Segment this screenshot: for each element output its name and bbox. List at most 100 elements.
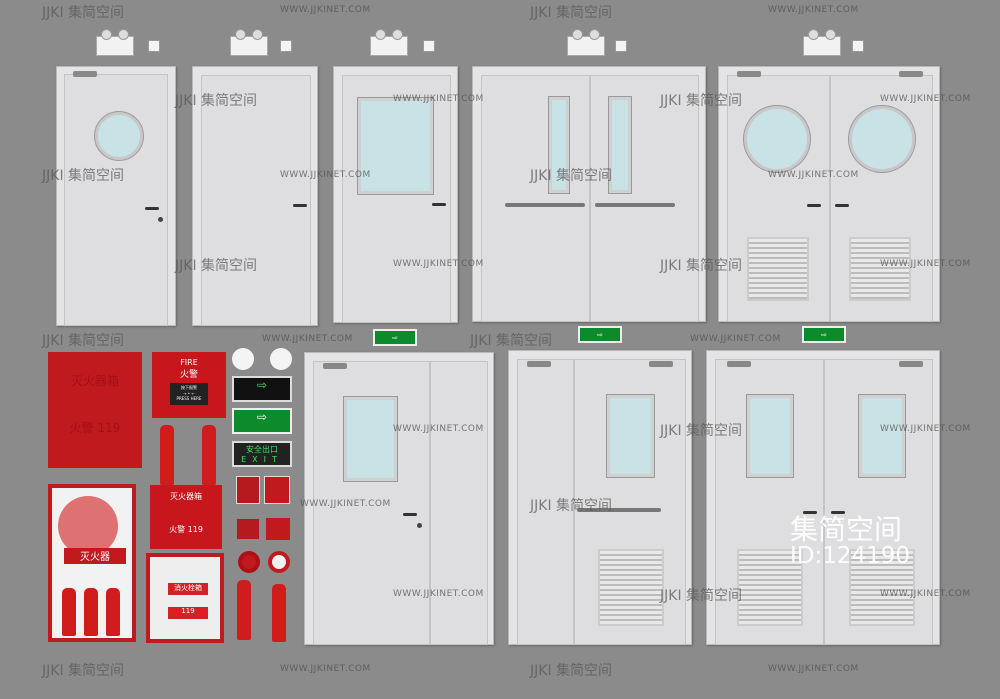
watermark-brand: JJKI 集简空间 [530, 663, 613, 679]
fire-extinguisher [160, 425, 174, 485]
exit-sign: ⇨ [802, 326, 846, 343]
box-phone: 火警 119 [69, 421, 121, 435]
safety-exit-sign: 安全出口 EXIT [232, 441, 292, 467]
push-bar [505, 203, 585, 207]
light-switch [280, 40, 292, 52]
rect-window [358, 98, 433, 194]
fire-alarm-button[interactable]: FIRE 火警 按下报警 → • ← PRESS HERE [152, 352, 226, 418]
double-door-narrow-windows [472, 66, 706, 322]
single-door-plain [192, 66, 318, 326]
emergency-light [803, 29, 841, 56]
hydrant-phone: 119 [168, 607, 208, 619]
exit-sign: ⇨ [578, 326, 622, 343]
watermark-url: WWW.JJKINET.COM [768, 5, 859, 15]
watermark-url: WWW.JJKINET.COM [262, 334, 353, 344]
door-handle [293, 204, 307, 207]
lock-icon [158, 217, 163, 222]
door-closer [73, 71, 97, 77]
double-door-window-louver [508, 350, 692, 645]
alarm-cn: 火警 [179, 370, 198, 380]
door-handle [803, 511, 817, 514]
emergency-light [567, 29, 605, 56]
door-closer [727, 361, 751, 367]
hose-reel [58, 496, 118, 556]
manual-call-point[interactable] [236, 518, 260, 540]
hydrant-label: 消火栓箱 [168, 583, 208, 595]
rect-window [344, 397, 397, 481]
single-door-round-window [56, 66, 176, 326]
watermark-brand: JJKI 集简空间 [42, 663, 125, 679]
rect-window [747, 395, 793, 477]
double-door-unequal [304, 352, 494, 645]
alarm-title: FIRE [180, 358, 198, 367]
emergency-exit-light [232, 348, 292, 372]
door-closer [323, 363, 347, 369]
fire-extinguisher [237, 580, 251, 640]
light-switch [615, 40, 627, 52]
louver-vent [849, 549, 915, 626]
rect-window [859, 395, 905, 477]
box-title: 灭火器箱 [70, 374, 119, 388]
watermark-title: 集简空间 [790, 513, 903, 546]
fire-extinguisher [106, 588, 120, 636]
door-closer [899, 71, 923, 77]
watermark-url: WWW.JJKINET.COM [690, 334, 781, 344]
door-closer [527, 361, 551, 367]
door-handle [403, 513, 417, 516]
watermark-brand: JJKI 集简空间 [470, 333, 553, 349]
ext-box-phone: 火警 119 [169, 525, 203, 534]
rect-window [607, 395, 654, 477]
alarm-siren [268, 551, 290, 573]
fire-notice [264, 476, 290, 504]
light-switch [852, 40, 864, 52]
louver-vent [747, 237, 809, 301]
fire-extinguisher [62, 588, 76, 636]
exit-sign-en: EXIT [241, 455, 283, 464]
light-switch [423, 40, 435, 52]
light-switch [148, 40, 160, 52]
door-closer [649, 361, 673, 367]
push-bar [595, 203, 675, 207]
fire-poster [236, 476, 260, 504]
narrow-window [549, 97, 569, 193]
alarm-press-cn: 按下报警 [181, 385, 197, 390]
fire-bell [238, 551, 260, 573]
exit-sign-cn: 安全出口 [246, 445, 278, 454]
door-handle [831, 511, 845, 514]
watermark-brand: JJKI 集简空间 [42, 333, 125, 349]
round-window [744, 106, 810, 172]
exit-sign-light: ⇨ [232, 376, 292, 402]
door-handle [432, 203, 446, 206]
door-handle [807, 204, 821, 207]
single-door-rect-window [333, 66, 458, 323]
extinguisher-box: 灭火器箱 火警 119 [150, 485, 222, 549]
door-handle [145, 207, 159, 210]
louver-vent [737, 549, 803, 626]
watermark-url: WWW.JJKINET.COM [280, 664, 371, 674]
fire-extinguisher [272, 584, 286, 642]
fire-extinguisher [84, 588, 98, 636]
emergency-light [230, 29, 268, 56]
fire-extinguisher [202, 425, 216, 485]
cabinet-label: 灭火器 [64, 548, 126, 564]
door-handle [835, 204, 849, 207]
round-window [849, 106, 915, 172]
push-bar [577, 508, 661, 512]
watermark-url: WWW.JJKINET.COM [280, 5, 371, 15]
door-closer [899, 361, 923, 367]
door-closer [737, 71, 761, 77]
louver-vent [849, 237, 911, 301]
exit-sign-green: ⇨ [232, 408, 292, 434]
round-window [95, 112, 143, 160]
fire-hose-cabinet[interactable]: 灭火器 [48, 484, 136, 642]
watermark-brand: JJKI 集简空间 [42, 5, 125, 21]
narrow-window [609, 97, 631, 193]
exit-sign: ⇨ [373, 329, 417, 346]
fire-extinguisher-box-large: 灭火器箱 火警 119 [48, 352, 142, 468]
watermark-url: WWW.JJKINET.COM [768, 664, 859, 674]
hydrant-cabinet[interactable]: 消火栓箱 119 [146, 553, 224, 643]
alarm-press-en: PRESS HERE [176, 396, 202, 401]
lock-icon [417, 523, 422, 528]
double-door-windows-louvers [706, 350, 940, 645]
louver-vent [598, 549, 664, 626]
